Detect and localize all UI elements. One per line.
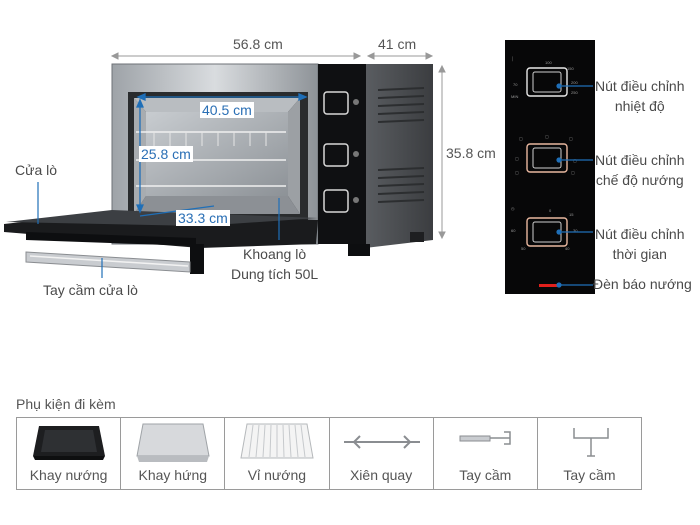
accessories-row: Khay nướng Khay hứng Vỉ nướng Xiên quay <box>16 417 642 490</box>
svg-text:70: 70 <box>513 82 518 87</box>
oven-side-panel <box>365 64 433 248</box>
accessory-tray-handle: Tay cầm <box>538 418 641 489</box>
rotisserie-spit-icon <box>343 435 420 449</box>
mode-knob-label: Nút điều chỉnh chế độ nướng <box>595 150 685 190</box>
svg-text:▢: ▢ <box>515 170 519 175</box>
inner-depth-dimension: 33.3 cm <box>176 210 230 226</box>
baking-indicator-lamp <box>539 284 557 287</box>
svg-text:30: 30 <box>573 228 578 233</box>
svg-text:150: 150 <box>567 66 574 71</box>
oven-door <box>4 210 370 274</box>
svg-text:◷: ◷ <box>511 206 515 211</box>
svg-text:100: 100 <box>545 60 552 65</box>
baking-tray-icon <box>33 426 105 460</box>
cavity-label-line2: Dung tích 50L <box>231 266 319 282</box>
svg-text:60: 60 <box>511 228 516 233</box>
accessory-name: Tay cầm <box>563 467 616 483</box>
grill-rack-icon <box>240 423 314 459</box>
width-dimension: 56.8 cm <box>233 36 283 52</box>
leader-lines <box>37 182 280 278</box>
height-dimension: 35.8 cm <box>446 145 496 161</box>
drip-tray-icon <box>136 423 210 462</box>
svg-text:15: 15 <box>569 212 574 217</box>
accessory-baking-tray: Khay nướng <box>17 418 122 489</box>
spit-handle-icon <box>459 431 511 445</box>
accessories-title: Phụ kiện đi kèm <box>16 396 116 412</box>
tray-handle-icon <box>573 428 609 457</box>
accessory-name: Khay hứng <box>138 467 208 483</box>
svg-text:▢: ▢ <box>515 156 519 161</box>
svg-text:⌠: ⌠ <box>511 56 513 62</box>
door-handle <box>25 251 191 273</box>
depth-dimension-line <box>366 52 434 60</box>
temperature-knob-label-line2: nhiệt độ <box>614 98 665 114</box>
indicator-lamp-label: Đèn báo nướng <box>593 276 692 292</box>
svg-text:40: 40 <box>565 246 570 251</box>
inner-width-dimension: 40.5 cm <box>200 102 254 118</box>
cavity-label: Khoang lò Dung tích 50L <box>231 244 318 284</box>
temperature-knob-label-line1: Nút điều chỉnh <box>595 78 685 94</box>
accessory-name: Vỉ nướng <box>247 467 307 483</box>
width-dimension-line <box>110 52 362 60</box>
temperature-knob-label: Nút điều chỉnh nhiệt độ <box>595 76 685 116</box>
accessory-grill-rack: Vỉ nướng <box>225 418 330 489</box>
svg-text:▢: ▢ <box>569 136 573 141</box>
svg-text:250: 250 <box>571 90 578 95</box>
door-handle-label: Tay cầm cửa lò <box>43 282 138 298</box>
timer-knob-label-line1: Nút điều chỉnh <box>595 226 685 242</box>
mode-knob-label-line1: Nút điều chỉnh <box>595 152 685 168</box>
panel-leader-lines <box>556 83 593 288</box>
svg-text:▢: ▢ <box>519 136 523 141</box>
accessory-name: Khay nướng <box>29 467 108 483</box>
height-dimension-line <box>438 64 446 240</box>
accessory-name: Xiên quay <box>349 467 413 483</box>
timer-knob-label-line2: thời gian <box>612 246 667 262</box>
accessory-name: Tay cầm <box>459 467 512 483</box>
accessory-drip-tray: Khay hứng <box>121 418 226 489</box>
svg-text:0: 0 <box>549 208 552 213</box>
svg-text:50: 50 <box>521 246 526 251</box>
svg-text:200: 200 <box>571 80 578 85</box>
svg-text:▢: ▢ <box>545 134 549 139</box>
svg-text:MIN: MIN <box>511 94 518 99</box>
accessory-rotisserie-spit: Xiên quay <box>330 418 434 489</box>
accessory-spit-handle: Tay cầm <box>434 418 538 489</box>
svg-text:▢: ▢ <box>571 170 575 175</box>
depth-dimension: 41 cm <box>378 36 417 52</box>
mode-knob-label-line2: chế độ nướng <box>595 172 684 188</box>
cavity-label-line1: Khoang lò <box>243 246 307 262</box>
door-label: Cửa lò <box>15 162 58 178</box>
inner-height-dimension: 25.8 cm <box>139 146 193 162</box>
oven-control-panel <box>318 64 366 244</box>
timer-knob-label: Nút điều chỉnh thời gian <box>595 224 685 264</box>
